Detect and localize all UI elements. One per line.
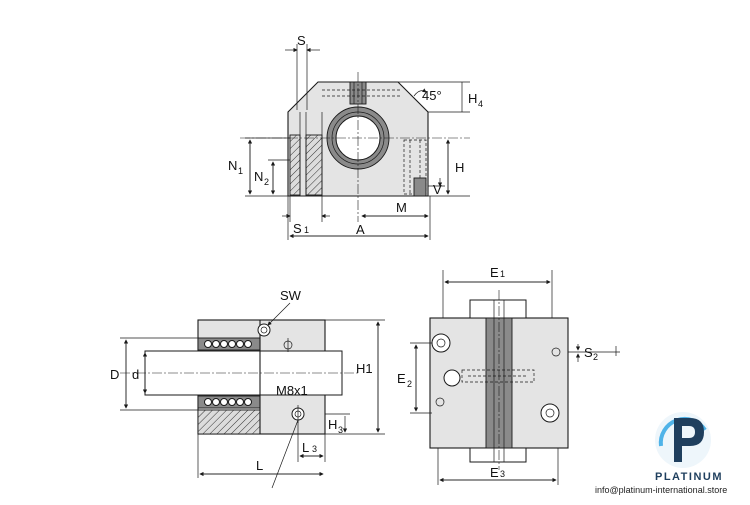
plan-top-tab <box>469 299 527 319</box>
label-L3: L <box>302 440 309 455</box>
label-H4: H <box>468 91 477 106</box>
label-H1: H1 <box>356 361 373 376</box>
label-V: V <box>433 182 442 197</box>
section-hatch-left <box>289 134 301 196</box>
label-SW: SW <box>280 288 302 303</box>
label-H3-sub: 3 <box>338 425 343 435</box>
label-D: D <box>110 367 119 382</box>
label-E1: E <box>490 265 499 280</box>
plan-bottom-tab <box>469 447 527 463</box>
lube-port <box>257 323 271 337</box>
brand-logo: PLATINUM <box>655 412 723 483</box>
section-hatch-right <box>305 134 323 196</box>
label-S2-sub: 2 <box>593 352 598 362</box>
bearing-balls-top <box>204 340 252 348</box>
bearing-balls-bottom <box>204 398 252 406</box>
label-N1-sub: 1 <box>238 166 243 176</box>
label-S2: S <box>584 345 593 360</box>
label-N2: N <box>254 169 263 184</box>
lube-hole-plan <box>443 369 461 387</box>
brand-name: PLATINUM <box>655 471 723 483</box>
brand-email: info@platinum-international.store <box>595 485 727 495</box>
label-N1: N <box>228 158 237 173</box>
label-S1-sub: 1 <box>304 225 309 235</box>
label-S: S <box>297 33 306 48</box>
label-E2: E <box>397 371 406 386</box>
label-E1-sub: 1 <box>500 269 505 279</box>
label-S1: S <box>293 221 302 236</box>
label-N2-sub: 2 <box>264 177 269 187</box>
label-H: H <box>455 160 464 175</box>
side-view: SW D d H1 H 3 M8x1 L 3 <box>110 288 385 489</box>
mount-hole-br <box>540 403 560 423</box>
label-A: A <box>356 222 365 237</box>
label-E3-sub: 3 <box>500 469 505 479</box>
label-H3: H <box>328 417 337 432</box>
label-L: L <box>256 458 263 473</box>
mount-hole-tl <box>431 333 451 353</box>
label-M: M <box>396 200 407 215</box>
label-M8x1: M8x1 <box>276 383 308 398</box>
label-d: d <box>132 367 139 382</box>
label-E3: E <box>490 465 499 480</box>
side-hatch <box>197 409 261 435</box>
plan-view: E 1 E 2 E 3 S 2 <box>397 265 620 485</box>
label-angle: 45° <box>422 88 442 103</box>
label-L3-sub: 3 <box>312 444 317 454</box>
front-view: S 45° H 4 H V N 1 N 2 S <box>228 33 483 240</box>
logo-p-shape <box>674 418 704 462</box>
label-H4-sub: 4 <box>478 99 483 109</box>
label-E2-sub: 2 <box>407 379 412 389</box>
